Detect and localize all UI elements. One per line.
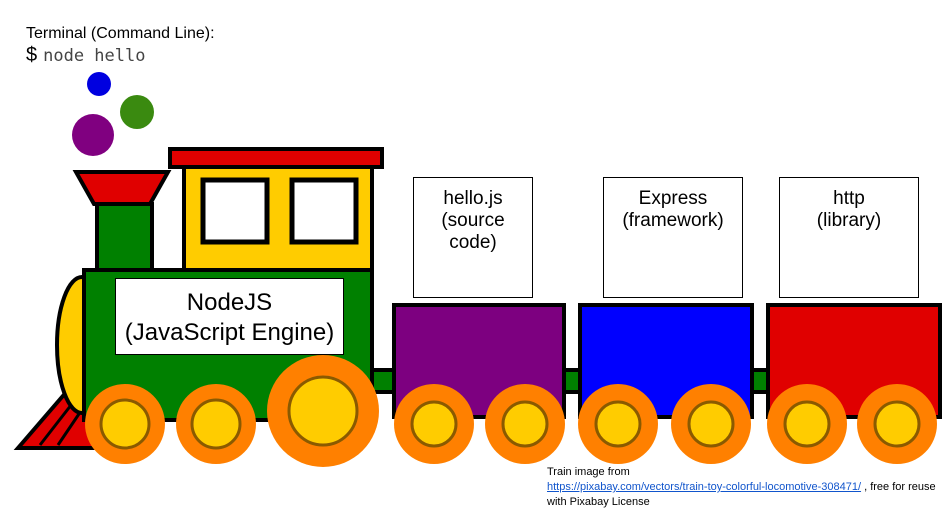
wheel-purple-1 — [394, 384, 474, 464]
wheel-engine-big — [267, 355, 379, 467]
car-label-express: Express (framework) — [603, 177, 743, 298]
wheel-blue-1 — [578, 384, 658, 464]
car-label-http: http (library) — [779, 177, 919, 298]
smoke-puff-blue — [87, 72, 111, 96]
wheel-purple-2 — [485, 384, 565, 464]
car-label-line: (framework) — [622, 210, 724, 231]
wheel-blue-2 — [671, 384, 751, 464]
credit-link[interactable]: https://pixabay.com/vectors/train-toy-co… — [547, 481, 862, 493]
smoke-puff-green — [120, 95, 154, 129]
car-label-line: hello.js — [443, 188, 503, 209]
smoke-puff-purple — [72, 114, 114, 156]
wheel-engine-1 — [85, 384, 165, 464]
wheel-red-2 — [857, 384, 937, 464]
car-label-line: code) — [449, 232, 497, 253]
car-label-line: (library) — [816, 210, 882, 231]
car-label-hello: hello.js (source code) — [413, 177, 533, 298]
terminal-label: Terminal (Command Line): — [26, 25, 215, 42]
cab-window-right — [289, 177, 359, 245]
car-label-line: (source — [441, 210, 505, 231]
credit-prefix: Train image from — [547, 466, 630, 478]
command-prompt: $ — [26, 44, 38, 66]
cab-window-left — [200, 177, 270, 245]
wheel-red-1 — [767, 384, 847, 464]
smokestack-body — [95, 202, 154, 274]
command-line: $ node hello — [26, 44, 145, 67]
wheel-engine-2 — [176, 384, 256, 464]
image-credit: Train image from https://pixabay.com/vec… — [547, 465, 947, 510]
engine-label-line2: (JavaScript Engine) — [124, 319, 335, 346]
cab-roof — [168, 147, 384, 169]
smokestack-top — [72, 170, 172, 206]
command-text: node hello — [43, 46, 146, 66]
car-label-line: http — [833, 188, 865, 209]
engine-label-line1: NodeJS — [186, 289, 273, 316]
credit-suffix: , free for reuse with Pixabay License — [547, 481, 936, 508]
engine-label-box: NodeJS (JavaScript Engine) — [115, 278, 344, 355]
car-label-line: Express — [638, 188, 708, 209]
